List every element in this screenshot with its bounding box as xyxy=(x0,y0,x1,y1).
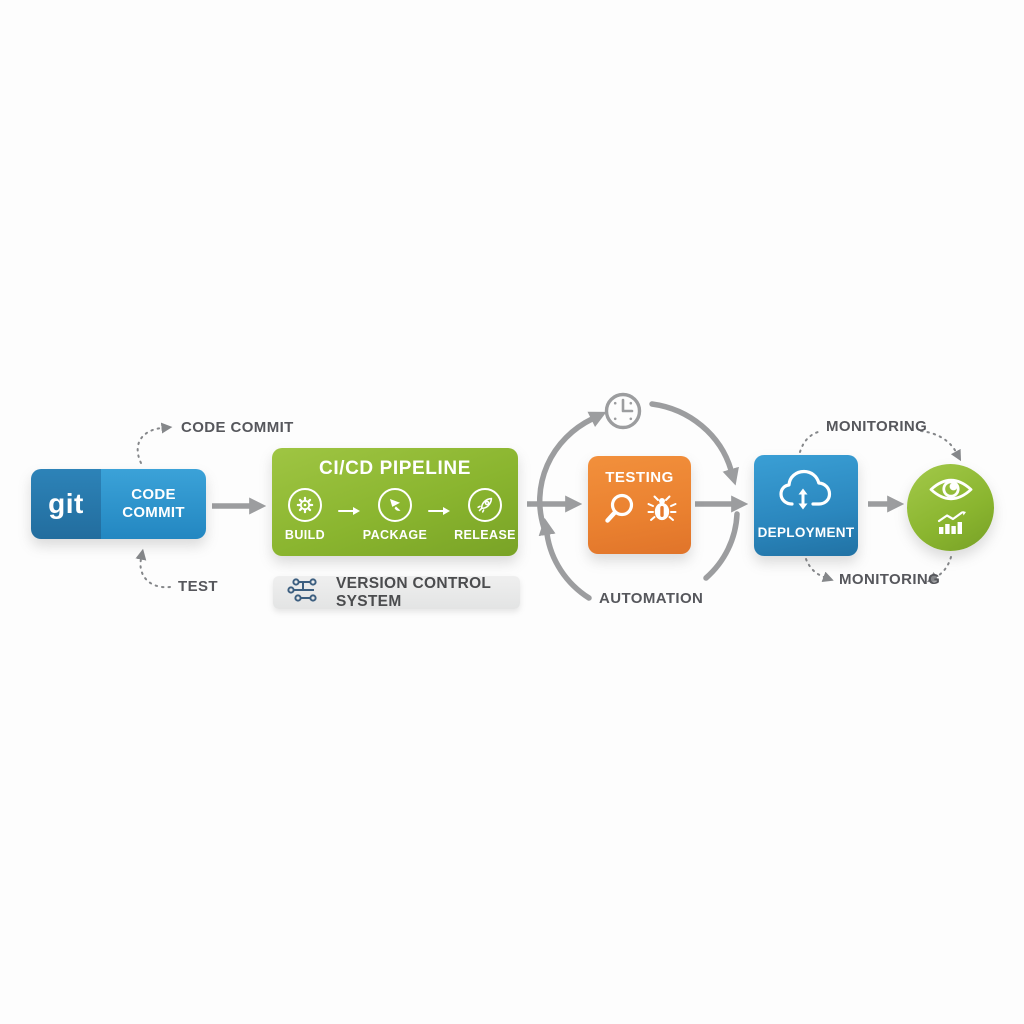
deployment-box: DEPLOYMENT xyxy=(754,455,858,556)
dashed-monitoring-top-to-circle xyxy=(920,430,962,462)
testing-title: TESTING xyxy=(605,469,674,486)
code-commit-annotation: CODE COMMIT xyxy=(181,419,294,436)
deployment-label: DEPLOYMENT xyxy=(757,525,855,540)
pipeline-title: CI/CD PIPELINE xyxy=(319,458,471,479)
cloud-sync-icon xyxy=(775,464,837,521)
dashed-circle-to-monitoring-bottom xyxy=(926,556,952,583)
dashed-test-to-git xyxy=(135,548,171,589)
stage-build-label: BUILD xyxy=(284,528,326,542)
cycle-arc-top-right xyxy=(649,401,739,486)
magnifier-icon xyxy=(601,491,637,532)
test-annotation: TEST xyxy=(178,578,218,595)
dashed-connectors xyxy=(135,422,962,589)
cycle-arc-bottom-right xyxy=(703,511,740,581)
code-commit-panel: CODE COMMIT xyxy=(101,469,206,539)
eye-icon xyxy=(928,476,974,508)
testing-box: TESTING xyxy=(588,456,691,554)
git-code-commit-box: git CODE COMMIT xyxy=(31,469,206,539)
dashed-deployment-to-monitoring-bottom xyxy=(805,558,834,582)
bug-icon xyxy=(646,492,678,531)
dashed-git-to-code-commit xyxy=(136,422,173,464)
dashed-deployment-to-monitoring-top xyxy=(799,431,819,453)
stage-release-label: RELEASE xyxy=(454,528,516,542)
testing-icons xyxy=(588,491,691,532)
clock-icon xyxy=(604,392,642,430)
stage-arrow-icon xyxy=(338,503,362,521)
vcs-label: VERSION CONTROL SYSTEM xyxy=(336,574,491,610)
git-logo: git xyxy=(48,488,84,519)
cycle-arc-bottom-left xyxy=(538,517,592,601)
cicd-pipeline-box: CI/CD PIPELINE BUILD xyxy=(272,448,518,556)
stage-package-label: PACKAGE xyxy=(362,528,428,542)
stage-arrow-icon xyxy=(428,503,452,521)
rocket-icon xyxy=(468,488,502,522)
monitoring-bottom-annotation: MONITORING xyxy=(839,571,941,588)
monitoring-node xyxy=(907,464,994,551)
version-control-system-bar: VERSION CONTROL SYSTEM xyxy=(273,574,520,610)
flow-arrows xyxy=(212,495,905,515)
monitoring-top-annotation: MONITORING xyxy=(826,418,928,435)
automation-cycle-arcs xyxy=(537,401,740,601)
stage-build: BUILD xyxy=(272,488,338,542)
code-commit-box-label: CODE COMMIT xyxy=(122,486,185,521)
bar-chart-icon xyxy=(935,510,967,540)
gear-icon xyxy=(288,488,322,522)
branch-icon xyxy=(286,577,320,608)
stage-release: RELEASE xyxy=(452,488,518,542)
package-icon xyxy=(378,488,412,522)
stage-package: PACKAGE xyxy=(362,488,428,542)
git-logo-panel: git xyxy=(31,469,101,539)
automation-annotation: AUTOMATION xyxy=(599,590,704,607)
pipeline-stages: BUILD PACKAGE xyxy=(272,488,518,542)
cycle-arc-left xyxy=(537,411,607,531)
